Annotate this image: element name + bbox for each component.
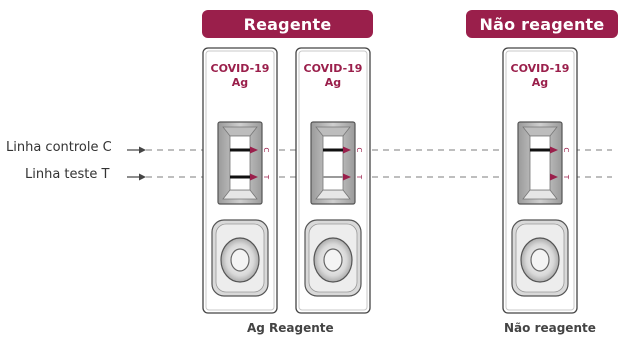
bottom-label-nao-reagente: Não reagente bbox=[504, 321, 596, 335]
cassette-subtitle: Ag bbox=[325, 76, 341, 89]
label-test-line: Linha teste T bbox=[25, 167, 110, 182]
test-guide-arrowhead bbox=[139, 173, 146, 181]
label-control-line: Linha controle C bbox=[6, 140, 112, 155]
test-mark: T bbox=[562, 174, 570, 180]
test-strip bbox=[529, 135, 551, 191]
header-reagente: Reagente bbox=[202, 10, 373, 38]
test-arrow-icon bbox=[343, 173, 351, 181]
cassette-title: COVID-19 bbox=[304, 62, 363, 75]
test-arrow-icon bbox=[550, 173, 558, 181]
cassette-title: COVID-19 bbox=[511, 62, 570, 75]
test-arrow-icon bbox=[250, 173, 258, 181]
cassette-inner-edge bbox=[505, 50, 575, 311]
sample-well-center bbox=[230, 248, 250, 272]
test-strip bbox=[322, 135, 344, 191]
cassette-inner-edge bbox=[298, 50, 368, 311]
control-mark: C bbox=[355, 148, 363, 153]
bottom-label-ag-reagente: Ag Reagente bbox=[247, 321, 334, 335]
test-line-faint bbox=[323, 176, 343, 178]
test-mark: T bbox=[262, 174, 270, 180]
cassette-inner-edge bbox=[205, 50, 275, 311]
control-line bbox=[530, 148, 550, 152]
cassette-subtitle: Ag bbox=[532, 76, 548, 89]
test-strip bbox=[229, 135, 251, 191]
control-line bbox=[230, 148, 250, 152]
control-mark: C bbox=[562, 148, 570, 153]
sample-well-center bbox=[530, 248, 550, 272]
sample-well-center bbox=[323, 248, 343, 272]
test-line bbox=[230, 175, 250, 179]
control-arrow-icon bbox=[343, 146, 351, 154]
header-nao-reagente: Não reagente bbox=[466, 10, 618, 38]
test-mark: T bbox=[355, 174, 363, 180]
control-arrow-icon bbox=[550, 146, 558, 154]
cassette-subtitle: Ag bbox=[232, 76, 248, 89]
cassette-title: COVID-19 bbox=[211, 62, 270, 75]
control-arrow-icon bbox=[250, 146, 258, 154]
control-guide-arrowhead bbox=[139, 146, 146, 154]
control-mark: C bbox=[262, 148, 270, 153]
control-line bbox=[323, 148, 343, 152]
